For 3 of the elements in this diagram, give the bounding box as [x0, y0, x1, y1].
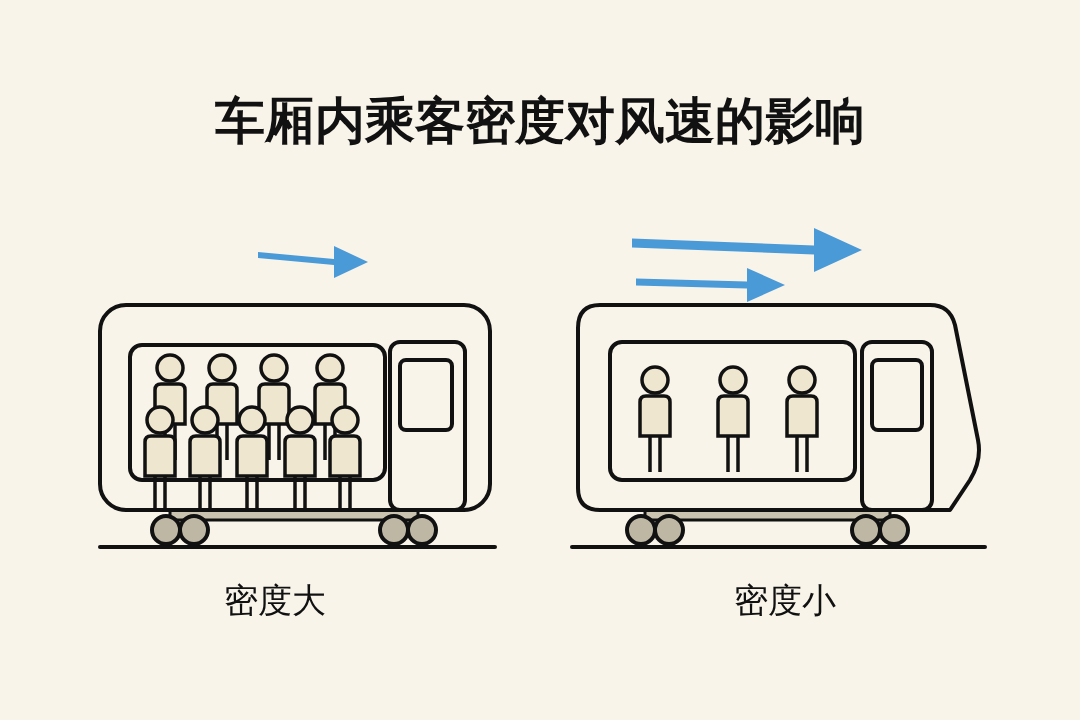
title: 车厢内乘客密度对风速的影响 — [214, 91, 866, 152]
caption: 密度小 — [734, 579, 836, 622]
caption: 密度大 — [224, 579, 326, 622]
